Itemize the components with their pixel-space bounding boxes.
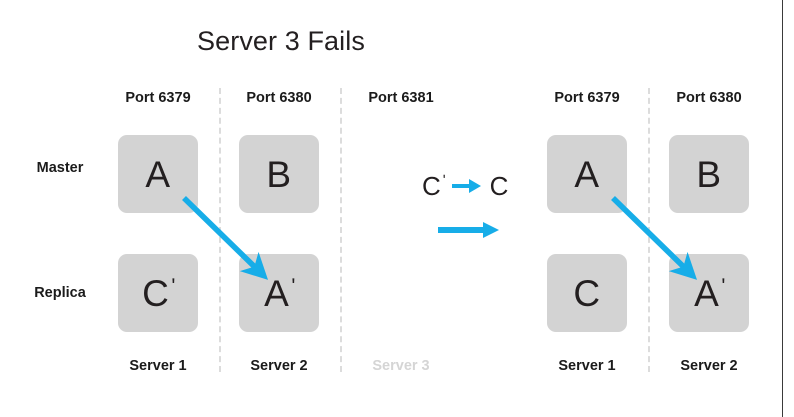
node-right-replica-1[interactable]: C — [547, 254, 627, 332]
prime-mark: ʹ — [171, 274, 176, 298]
page-title: Server 3 Fails — [197, 26, 365, 56]
node-label: B — [696, 153, 722, 195]
port-label-right-1: Port 6379 — [554, 90, 620, 106]
row-label-master: Master — [36, 160, 84, 176]
column-separator-left-2 — [340, 88, 342, 372]
legend-to-label: C — [489, 171, 509, 201]
port-label-left-1: Port 6379 — [125, 90, 191, 106]
port-label-left-2: Port 6380 — [246, 90, 312, 106]
row-label-replica: Replica — [34, 285, 86, 301]
node-label: C — [573, 272, 601, 314]
port-label-left-3: Port 6381 — [368, 90, 434, 106]
node-right-master-2[interactable]: B — [669, 135, 749, 213]
server-label-right-2: Server 2 — [680, 358, 738, 374]
server-label-left-1: Server 1 — [129, 358, 187, 374]
legend-row-arrow-only — [438, 216, 500, 244]
column-separator-right-1 — [648, 88, 650, 372]
node-right-master-1[interactable]: A — [547, 135, 627, 213]
node-label: A — [145, 153, 171, 195]
node-left-master-2[interactable]: B — [239, 135, 319, 213]
node-left-master-1[interactable]: A — [118, 135, 198, 213]
column-separator-left-1 — [219, 88, 221, 372]
port-label-right-2: Port 6380 — [676, 90, 742, 106]
server-label-left-2: Server 2 — [250, 358, 308, 374]
node-label: A — [574, 153, 600, 195]
node-label: B — [266, 153, 292, 195]
right-arrow-icon — [438, 222, 499, 238]
prime-mark: ʹ — [721, 274, 726, 298]
server-label-left-3: Server 3 — [372, 358, 430, 374]
right-arrow-icon — [451, 179, 481, 193]
prime-mark: ʹ — [442, 172, 446, 189]
server-label-right-1: Server 1 — [558, 358, 616, 374]
prime-mark: ʹ — [291, 274, 296, 298]
page-edge-rule — [782, 0, 783, 417]
